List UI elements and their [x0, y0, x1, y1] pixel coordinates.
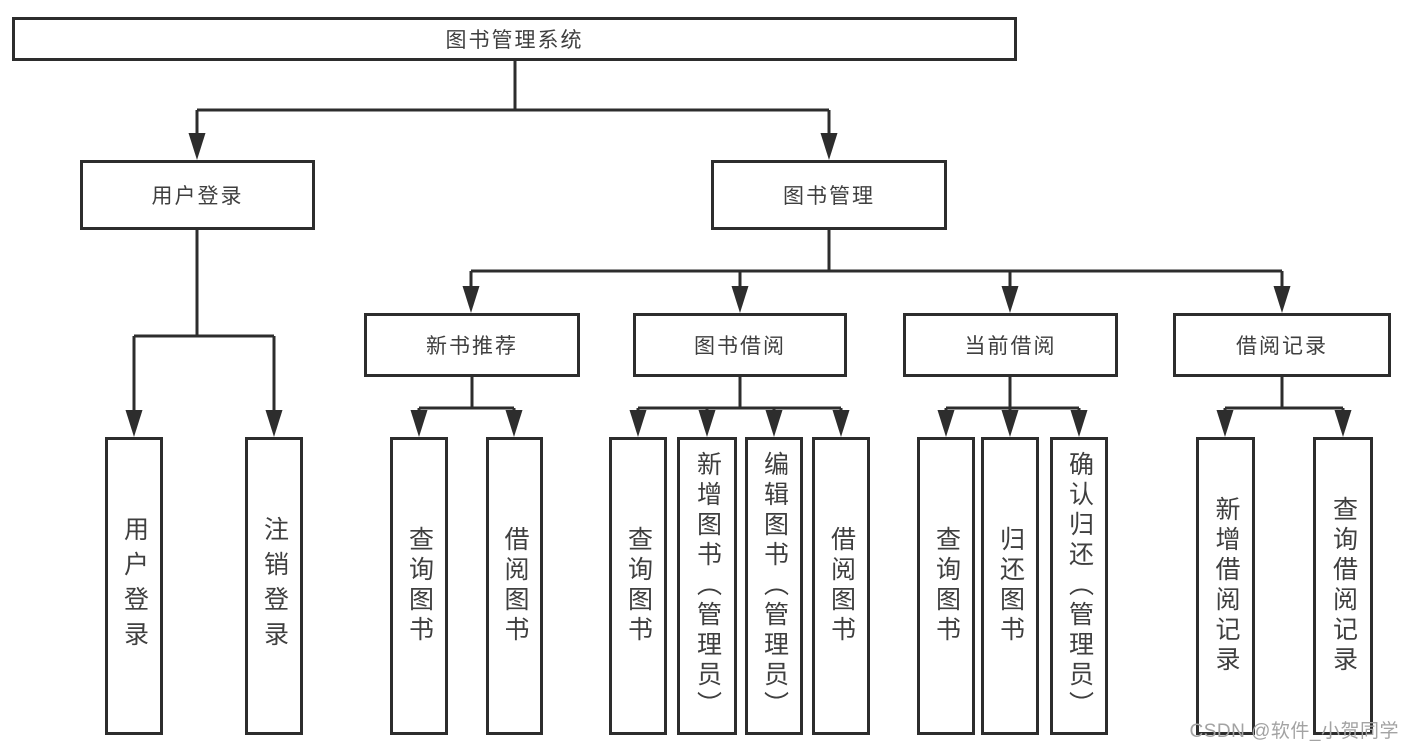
leaf-query-borrow-record: 查询借阅记录 [1313, 437, 1373, 735]
leaf-add-borrow-record: 新增借阅记录 [1196, 437, 1255, 735]
node-label: 查询图书 [624, 526, 653, 646]
arrowhead-icon [188, 133, 206, 160]
node-book-borrow: 图书借阅 [633, 313, 847, 377]
arrowhead-icon [1216, 410, 1234, 437]
node-label: 新书推荐 [426, 335, 518, 358]
leaf-logout: 注销登录 [245, 437, 303, 735]
arrowhead-icon [1334, 410, 1352, 437]
leaf-confirm-return-admin: 确认归还（管理员） [1050, 437, 1108, 735]
node-label: 借阅图书 [501, 526, 529, 646]
arrowhead-icon [832, 410, 850, 437]
leaf-user-login: 用户登录 [105, 437, 163, 735]
node-label: 编辑图书（管理员） [760, 451, 789, 721]
node-user-login-branch: 用户登录 [80, 160, 315, 230]
arrowhead-icon [731, 286, 749, 313]
node-book-management-branch: 图书管理 [711, 160, 947, 230]
leaf-borrow-books-recommend: 借阅图书 [486, 437, 543, 735]
arrowhead-icon [1273, 286, 1291, 313]
arrowhead-icon [629, 410, 647, 437]
node-current-borrow: 当前借阅 [903, 313, 1118, 377]
arrowhead-icon [265, 410, 283, 437]
node-label: 新增借阅记录 [1212, 496, 1240, 676]
leaf-edit-books-admin: 编辑图书（管理员） [745, 437, 803, 735]
arrowhead-icon [1001, 286, 1019, 313]
node-borrow-records: 借阅记录 [1173, 313, 1391, 377]
leaf-query-books-recommend: 查询图书 [390, 437, 448, 735]
node-label: 确认归还（管理员） [1065, 451, 1094, 721]
arrowhead-icon [125, 410, 143, 437]
csdn-watermark: CSDN @软件_小贺同学 [1189, 721, 1399, 742]
arrowhead-icon [410, 410, 428, 437]
node-new-book-recommend: 新书推荐 [364, 313, 580, 377]
leaf-query-books-current: 查询图书 [917, 437, 975, 735]
leaf-add-books-admin: 新增图书（管理员） [677, 437, 737, 735]
node-root-library-management-system: 图书管理系统 [12, 17, 1017, 61]
node-label: 用户登录 [120, 516, 149, 656]
arrowhead-icon [765, 410, 783, 437]
node-label: 图书管理系统 [445, 29, 584, 52]
node-label: 图书管理 [783, 185, 875, 208]
node-label: 查询借阅记录 [1329, 496, 1358, 676]
node-label: 图书借阅 [694, 335, 786, 358]
leaf-borrow-books: 借阅图书 [812, 437, 870, 735]
node-label: 借阅记录 [1236, 335, 1328, 358]
arrowhead-icon [937, 410, 955, 437]
leaf-query-books-borrow: 查询图书 [609, 437, 667, 735]
node-label: 用户登录 [151, 185, 244, 208]
arrowhead-icon [820, 133, 838, 160]
node-label: 注销登录 [260, 516, 289, 656]
arrowhead-icon [505, 410, 523, 437]
arrowhead-icon [698, 410, 716, 437]
node-label: 借阅图书 [827, 526, 856, 646]
leaf-return-books: 归还图书 [981, 437, 1039, 735]
arrowhead-icon [1001, 410, 1019, 437]
node-label: 查询图书 [405, 526, 434, 646]
node-label: 当前借阅 [964, 335, 1057, 358]
arrowhead-icon [1070, 410, 1088, 437]
node-label: 新增图书（管理员） [693, 451, 722, 721]
node-label: 归还图书 [996, 526, 1025, 646]
arrowhead-icon [462, 286, 480, 313]
node-label: 查询图书 [932, 526, 961, 646]
